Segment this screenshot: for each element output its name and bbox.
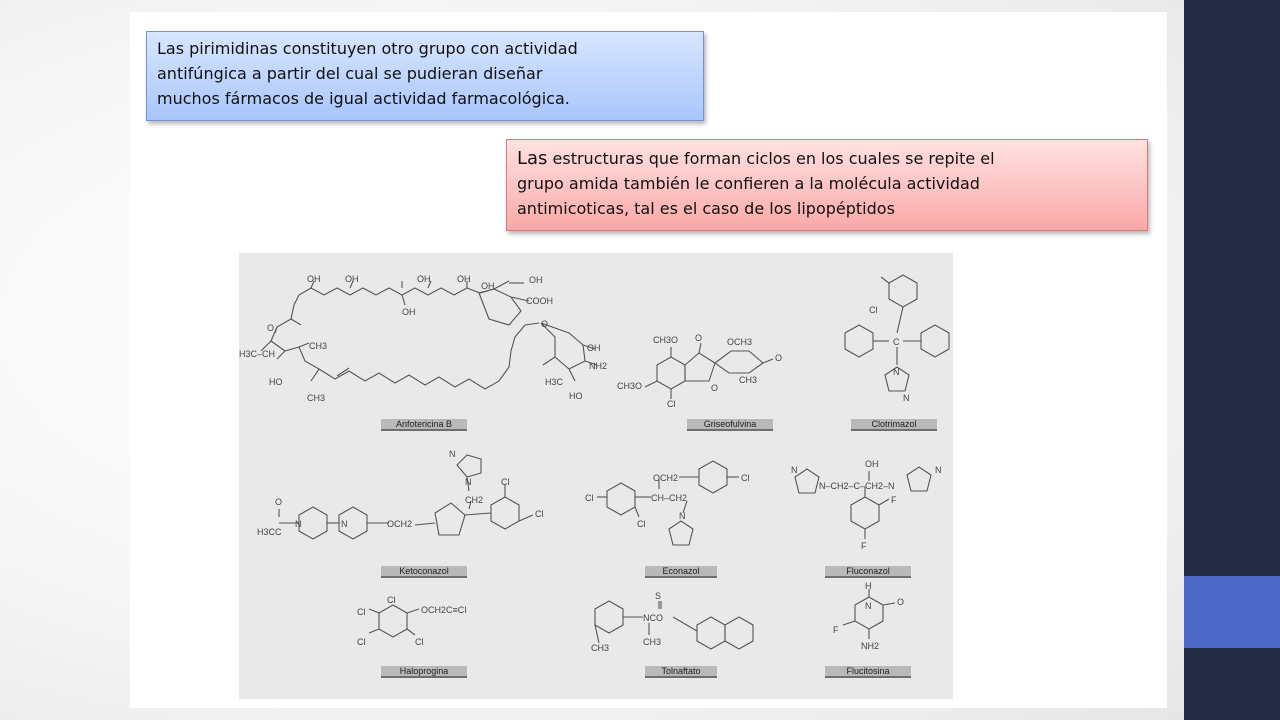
atom-label: N bbox=[449, 449, 456, 459]
atom-label: O bbox=[711, 383, 718, 393]
atom-label: NH2 bbox=[861, 641, 879, 651]
callout-line: antimicoticas, tal es el caso de los lip… bbox=[517, 199, 895, 218]
atom-label: Cl bbox=[637, 519, 646, 529]
structure-anfotericina: OH OH OH OH OH OH OH COOH O H3C–CH CH3 H… bbox=[239, 274, 607, 403]
atom-label: H3C–CH bbox=[239, 349, 275, 359]
atom-label: OH bbox=[481, 281, 495, 291]
callout-line-rest: estructuras que forman ciclos en los cua… bbox=[547, 149, 995, 168]
compound-label-anfotericina: Anfotericina B bbox=[381, 419, 467, 431]
atom-label: Cl bbox=[357, 637, 366, 647]
atom-label: N bbox=[295, 519, 302, 529]
callout-line: Las pirimidinas constituyen otro grupo c… bbox=[157, 39, 578, 58]
atom-label: Cl bbox=[585, 493, 594, 503]
atom-label: CH3 bbox=[643, 637, 661, 647]
compound-label-griseofulvina: Griseofulvina bbox=[687, 419, 773, 431]
compound-label-ketoconazol: Ketoconazol bbox=[381, 566, 467, 578]
atom-label: CH3 bbox=[309, 341, 327, 351]
atom-label: HO bbox=[269, 377, 283, 387]
atom-label: O bbox=[695, 333, 702, 343]
callout-pirimidinas: Las pirimidinas constituyen otro grupo c… bbox=[146, 31, 704, 121]
compound-label-fluconazol: Fluconazol bbox=[825, 566, 911, 578]
atom-label: OH bbox=[587, 343, 601, 353]
structure-griseofulvina: CH3O CH3O Cl O OCH3 O O CH3 bbox=[617, 333, 782, 409]
structure-flucitosina: H N O F NH2 bbox=[833, 581, 904, 651]
atom-label: CH3 bbox=[591, 643, 609, 653]
structure-tolnaftato: S NCO CH3 CH3 bbox=[591, 591, 754, 653]
atom-label: OH bbox=[307, 274, 321, 284]
atom-label: HO bbox=[569, 391, 583, 401]
antifungal-structures-figure: OH OH OH OH OH OH OH COOH O H3C–CH CH3 H… bbox=[239, 253, 953, 699]
atom-label: O bbox=[775, 353, 782, 363]
atom-label: NCO bbox=[643, 613, 663, 623]
chemical-structures-drawing: OH OH OH OH OH OH OH COOH O H3C–CH CH3 H… bbox=[239, 274, 950, 653]
compound-label-clotrimazol: Clotrimazol bbox=[851, 419, 937, 431]
atom-label: Cl bbox=[667, 399, 676, 409]
atom-label: OH bbox=[457, 274, 471, 284]
atom-label: F bbox=[833, 625, 839, 635]
atom-label: OH bbox=[417, 274, 431, 284]
compound-label-tolnaftato: Tolnaftato bbox=[645, 666, 717, 678]
atom-label: C bbox=[893, 337, 900, 347]
atom-label: Cl bbox=[535, 509, 544, 519]
callout-lipopeptidos: Las estructuras que forman ciclos en los… bbox=[506, 139, 1148, 231]
atom-label: CH3 bbox=[307, 393, 325, 403]
compound-label-flucitosina: Flucitosina bbox=[825, 666, 911, 678]
atom-label: OCH2 bbox=[653, 473, 678, 483]
atom-label: OH bbox=[345, 274, 359, 284]
atom-label: H3C bbox=[545, 377, 564, 387]
compound-label-haloprogina: Haloprogina bbox=[381, 666, 467, 678]
atom-label: CH2 bbox=[465, 495, 483, 505]
atom-label: N bbox=[903, 393, 910, 403]
sidebar-accent-block bbox=[1184, 576, 1280, 648]
atom-label: N bbox=[791, 465, 798, 475]
atom-label: N bbox=[679, 511, 686, 521]
atom-label: O bbox=[275, 497, 282, 507]
callout-line: muchos fármacos de igual actividad farma… bbox=[157, 89, 570, 108]
atom-label: N–CH2–C–CH2–N bbox=[819, 481, 895, 491]
atom-label: OCH3 bbox=[727, 337, 752, 347]
atom-label: OH bbox=[529, 275, 543, 285]
atom-label: CH3O bbox=[617, 381, 642, 391]
atom-label: H3CC bbox=[257, 527, 282, 537]
atom-label: OH bbox=[402, 307, 416, 317]
atom-label: CH3 bbox=[739, 375, 757, 385]
callout-line: grupo amida también le confieren a la mo… bbox=[517, 174, 980, 193]
atom-label: N bbox=[893, 367, 900, 377]
structure-clotrimazol: Cl C N N bbox=[844, 274, 950, 403]
atom-label: Cl bbox=[387, 595, 396, 605]
atom-label: N bbox=[341, 519, 348, 529]
atom-label: NH2 bbox=[589, 361, 607, 371]
atom-label: O bbox=[897, 597, 904, 607]
callout-lead-word: Las bbox=[517, 148, 548, 169]
atom-label: Cl bbox=[501, 477, 510, 487]
atom-label: O bbox=[541, 319, 548, 329]
atom-label: OCH2C≡CI bbox=[421, 605, 467, 615]
compound-label-econazol: Econazol bbox=[645, 566, 717, 578]
atom-label: S bbox=[655, 591, 661, 601]
atom-label: Cl bbox=[357, 607, 366, 617]
atom-label: H bbox=[865, 581, 872, 591]
atom-label: N bbox=[935, 465, 942, 475]
atom-label: Cl bbox=[415, 637, 424, 647]
structure-fluconazol: OH N–CH2–C–CH2–N F F N N bbox=[791, 459, 942, 551]
atom-label: CH3O bbox=[653, 335, 678, 345]
atom-label: CH–CH2 bbox=[651, 493, 687, 503]
atom-label: COOH bbox=[526, 296, 553, 306]
atom-label: F bbox=[891, 495, 897, 505]
structure-econazol: Cl OCH2 CH–CH2 Cl Cl N bbox=[585, 460, 750, 546]
atom-label: OCH2 bbox=[387, 519, 412, 529]
atom-label: N bbox=[465, 477, 472, 487]
structure-haloprogina: Cl Cl Cl Cl OCH2C≡CI bbox=[357, 595, 467, 647]
atom-label: OH bbox=[865, 459, 879, 469]
structure-ketoconazol: O H3CC N N OCH2 N N CH2 Cl Cl bbox=[257, 449, 544, 540]
atom-label: Cl bbox=[869, 305, 878, 315]
callout-line: antifúngica a partir del cual se pudiera… bbox=[157, 64, 543, 83]
callout-line: Las estructuras que forman ciclos en los… bbox=[517, 146, 1137, 171]
atom-label: F bbox=[861, 541, 867, 551]
atom-label: N bbox=[865, 601, 872, 611]
atom-label: Cl bbox=[741, 473, 750, 483]
atom-label: O bbox=[267, 323, 274, 333]
